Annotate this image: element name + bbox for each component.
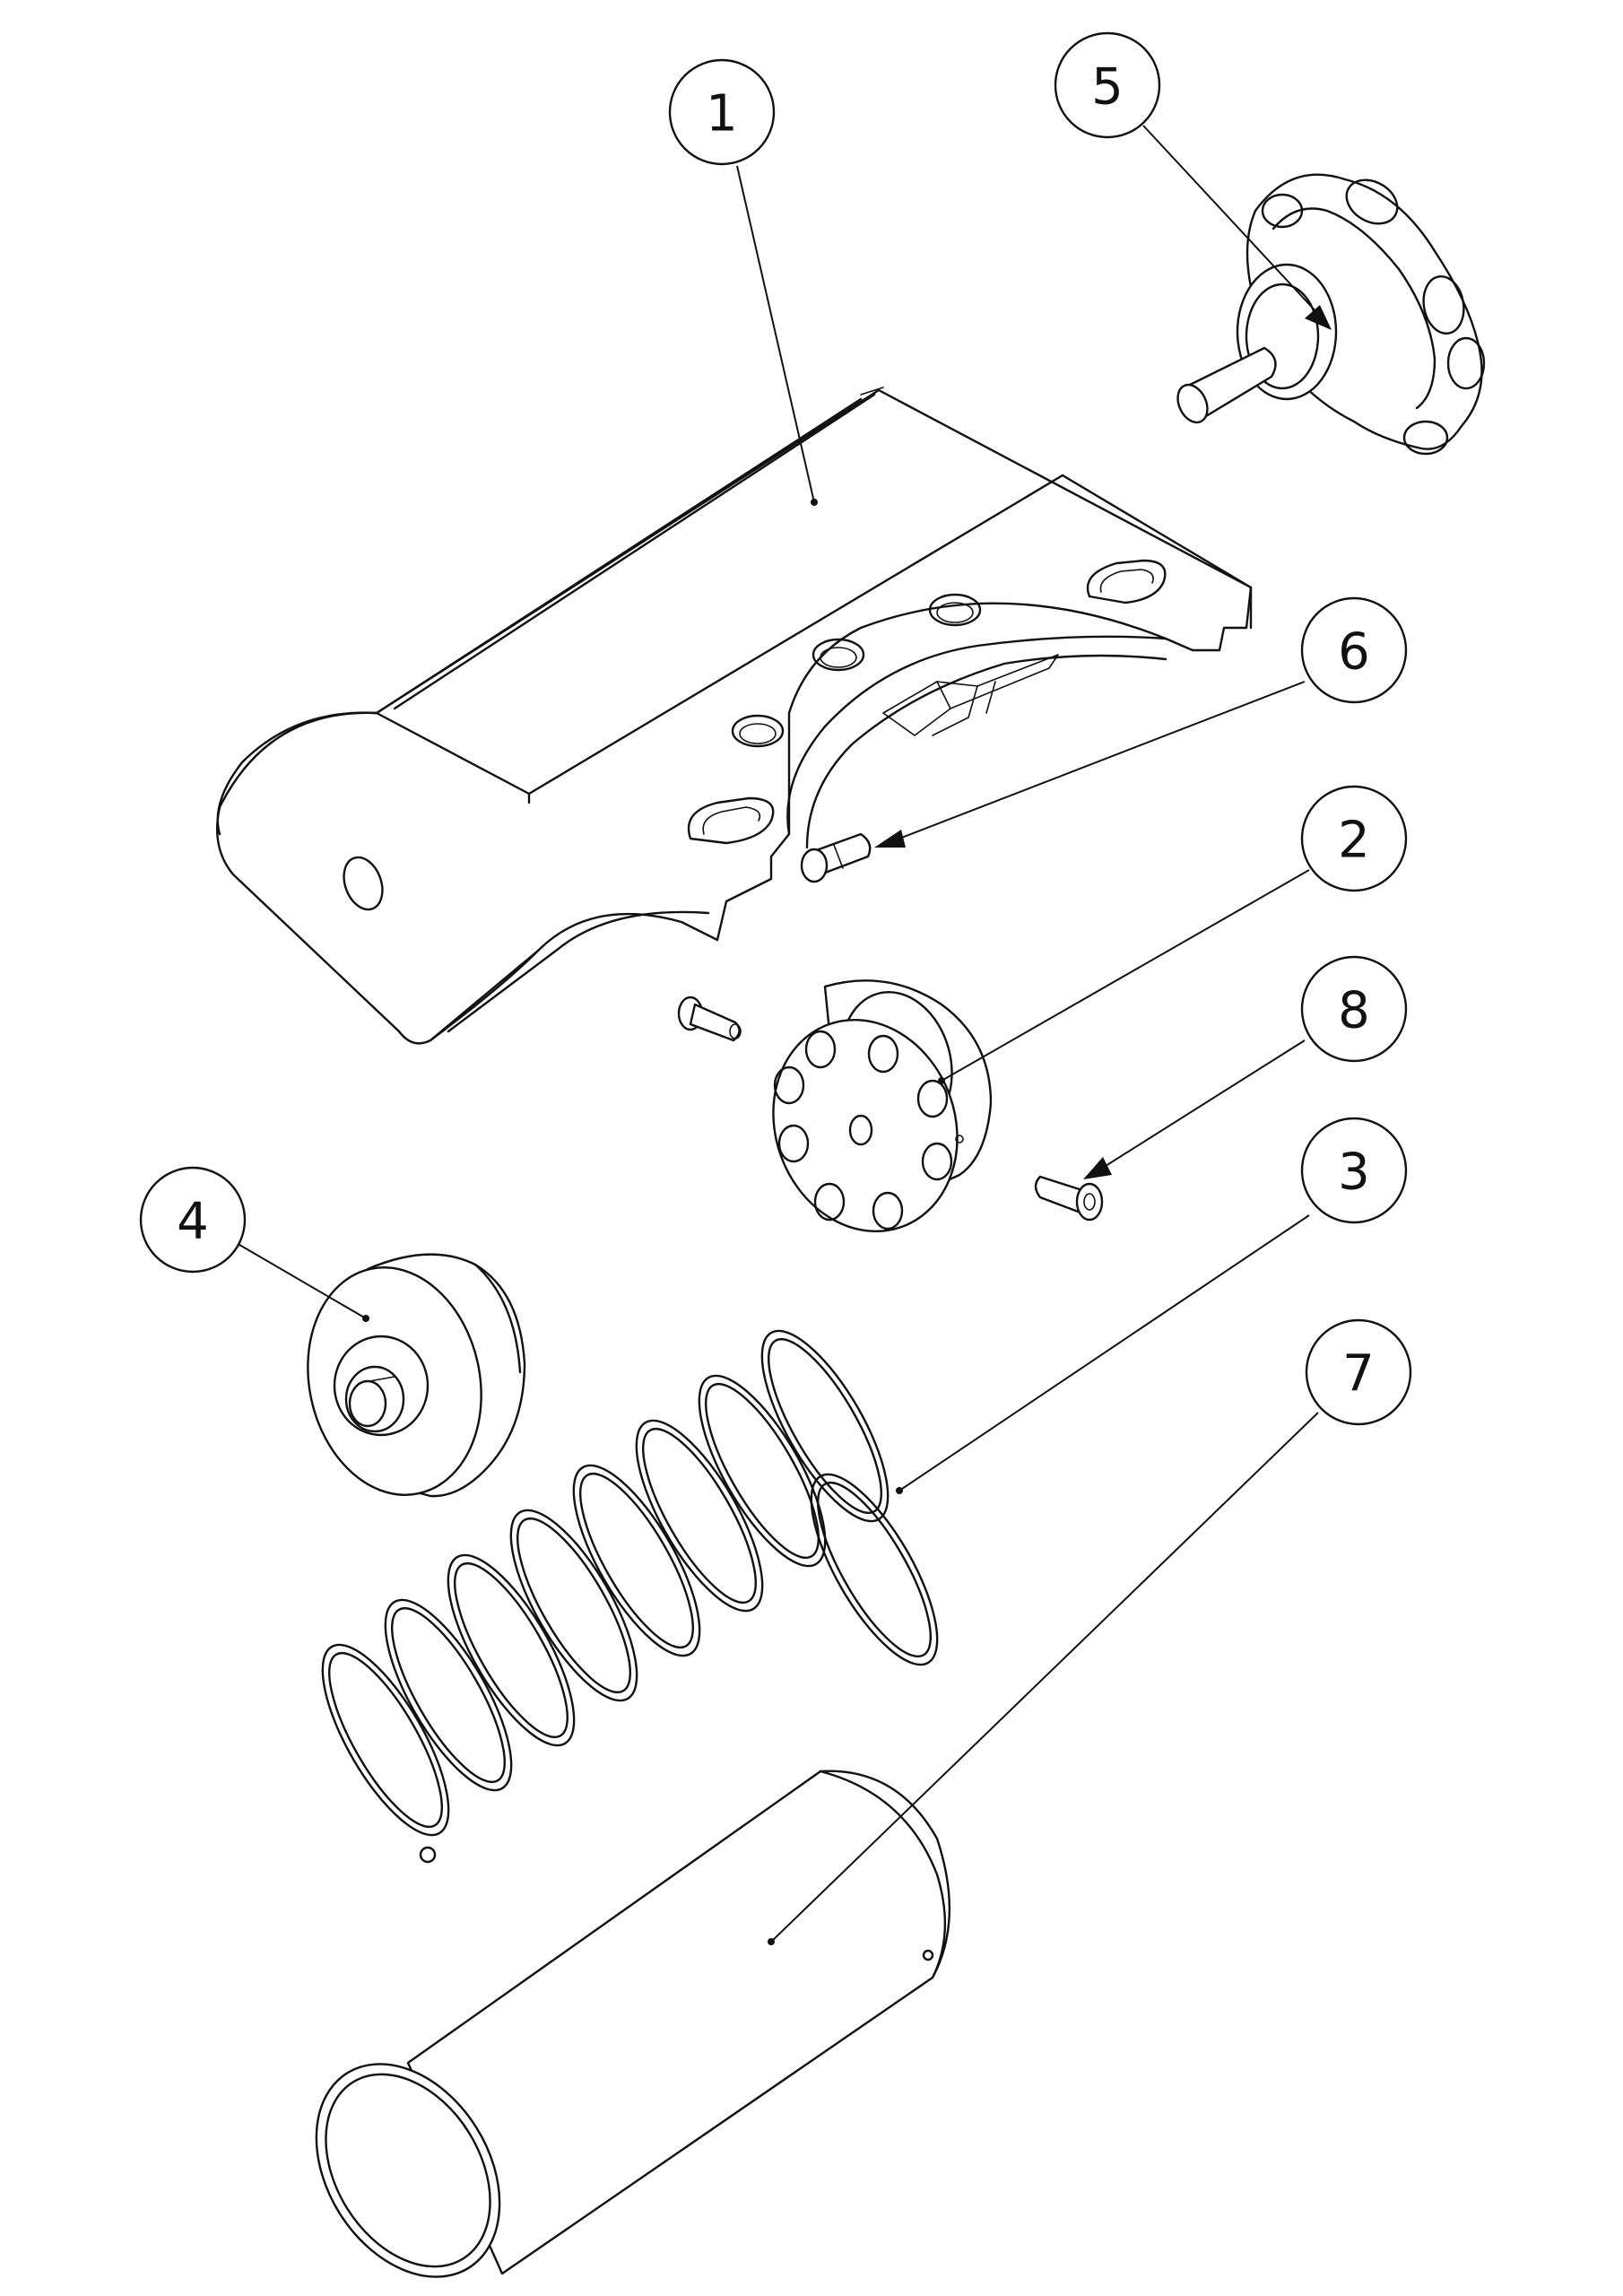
- balloon-5: 5: [1054, 31, 1161, 139]
- balloon-8: 8: [1300, 955, 1408, 1063]
- balloon-7: 7: [1305, 1318, 1412, 1426]
- balloon-label: 3: [1338, 1144, 1370, 1202]
- leader-lines: [234, 125, 1332, 1943]
- part-rivet-pin-left: [677, 996, 742, 1042]
- balloon-label: 1: [706, 85, 738, 144]
- balloon-label: 6: [1338, 623, 1370, 682]
- balloon-label: 2: [1338, 812, 1370, 870]
- part-star-knob: [1176, 173, 1486, 456]
- balloon-label: 5: [1091, 58, 1124, 117]
- balloon-3: 3: [1300, 1117, 1408, 1224]
- balloon-6: 6: [1300, 596, 1408, 704]
- part-rivet-pin-right: [1034, 1175, 1104, 1222]
- part-tube: [315, 1770, 951, 2278]
- part-base-bracket: [215, 387, 1253, 1045]
- part-coil-spring: [321, 1329, 939, 1864]
- balloon-4: 4: [139, 1166, 247, 1274]
- balloon-1: 1: [668, 58, 776, 166]
- part-end-cap: [307, 1253, 526, 1498]
- part-piston-disc: [772, 979, 993, 1233]
- balloon-label: 4: [177, 1193, 209, 1251]
- part-small-pin: [800, 832, 872, 883]
- balloon-label: 8: [1338, 982, 1370, 1040]
- balloon-label: 7: [1342, 1345, 1375, 1404]
- balloon-2: 2: [1300, 785, 1408, 892]
